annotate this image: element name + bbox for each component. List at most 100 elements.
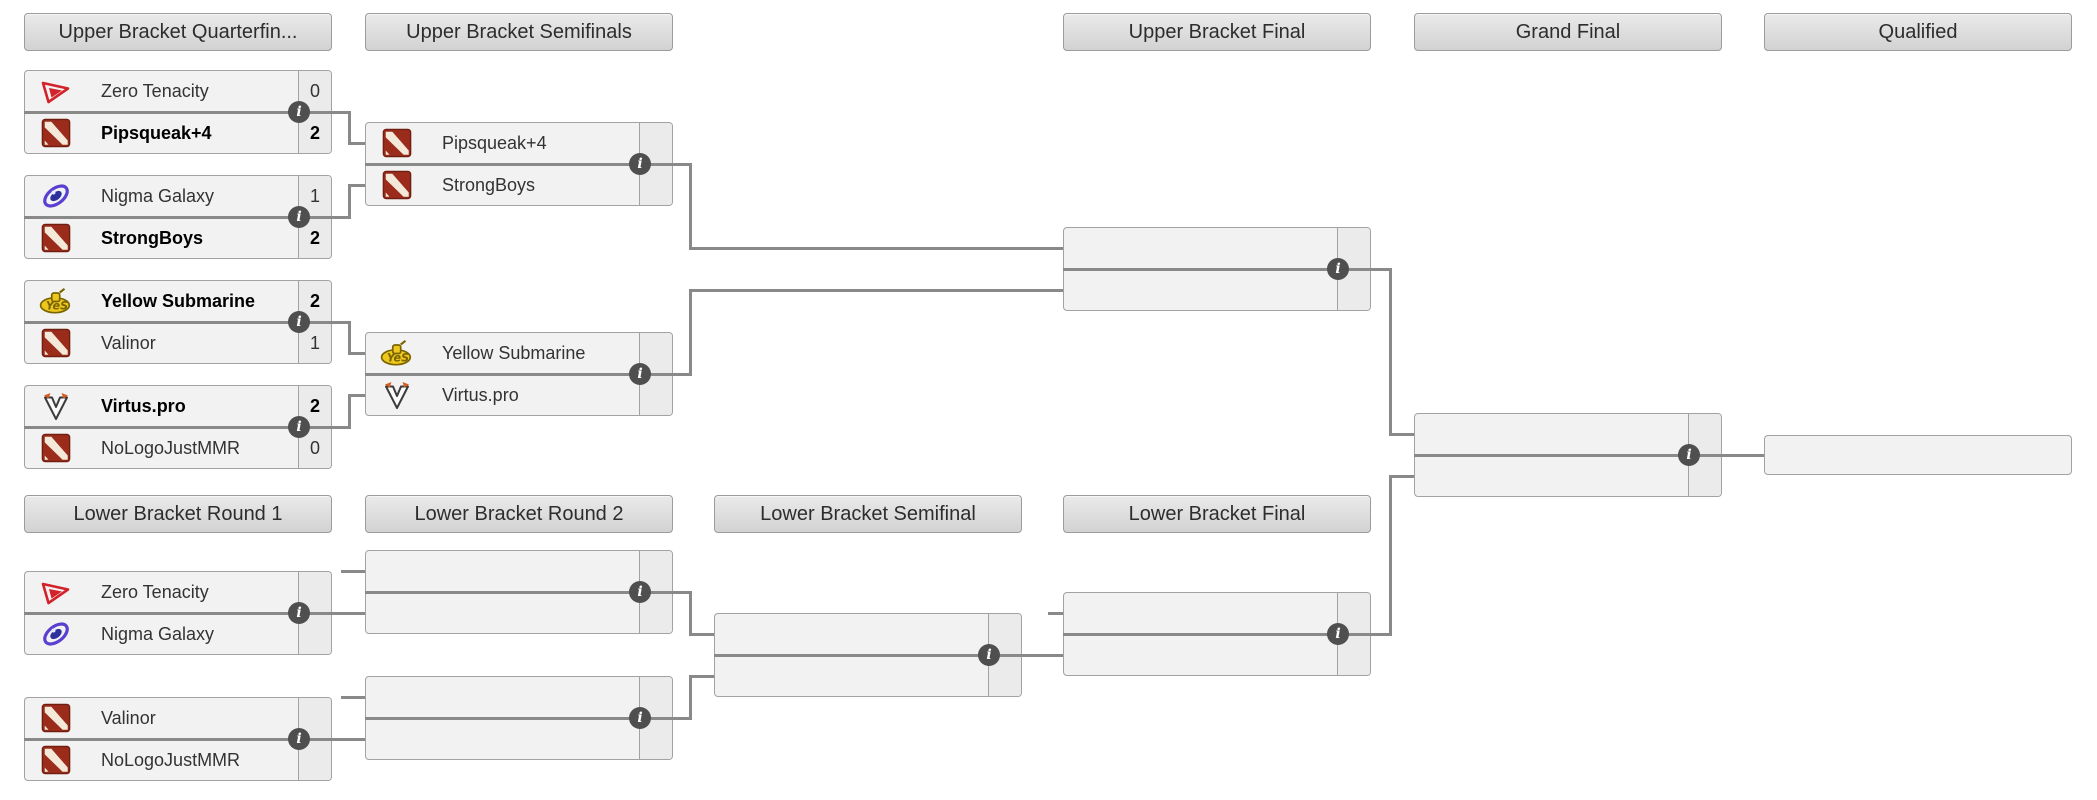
bracket-connector-line <box>688 288 1063 292</box>
bracket-connector-line <box>1388 267 1392 436</box>
team-name[interactable]: Virtus.pro <box>101 395 186 416</box>
team-name[interactable]: Valinor <box>101 332 156 353</box>
match-info-icon[interactable]: i <box>1327 258 1349 280</box>
team-name[interactable]: NoLogoJustMMR <box>101 437 241 458</box>
bracket-connector-line <box>332 425 351 429</box>
team-name[interactable]: Pipsqueak+4 <box>101 122 212 143</box>
match-info-icon[interactable]: i <box>629 363 651 385</box>
match-gf: i <box>1414 413 1722 497</box>
match-divider-line <box>24 425 332 429</box>
team-logo-virtuspro-icon[interactable] <box>39 389 73 423</box>
team-row <box>1064 593 1370 633</box>
match-info-icon[interactable]: i <box>629 153 651 175</box>
team-row: YeS Yellow Submarine <box>366 333 672 373</box>
team-row <box>1415 456 1721 496</box>
qualified-slot <box>1764 435 2072 475</box>
bracket-connector-line <box>341 695 365 699</box>
team-row: Pipsqueak+4 2 <box>25 113 331 153</box>
match-info-icon[interactable]: i <box>1678 444 1700 466</box>
team-logo-dota2-icon[interactable] <box>39 221 73 255</box>
team-score: 2 <box>309 122 320 143</box>
bracket-connector-line <box>1388 474 1414 478</box>
team-name[interactable]: Zero Tenacity <box>101 80 209 101</box>
team-row <box>715 614 1021 654</box>
team-logo-zero-tenacity-icon[interactable] <box>39 74 73 108</box>
bracket-connector-line <box>688 590 692 636</box>
bracket-connector-line <box>332 110 351 114</box>
team-name[interactable]: Valinor <box>101 707 156 728</box>
team-name[interactable]: Nigma Galaxy <box>101 623 215 644</box>
team-name[interactable]: Yellow Submarine <box>442 342 586 363</box>
team-name[interactable]: Virtus.pro <box>442 384 519 405</box>
team-logo-dota2-icon[interactable] <box>380 168 414 202</box>
bracket-connector-line <box>347 183 351 219</box>
team-logo-dota2-icon[interactable] <box>39 701 73 735</box>
match-divider-line <box>365 590 673 594</box>
match-divider-line <box>24 110 332 114</box>
bracket-connector-line <box>347 110 351 145</box>
team-name[interactable]: StrongBoys <box>101 227 204 248</box>
match-lbr2m1: i <box>365 550 673 634</box>
bracket-connector-line <box>347 351 365 355</box>
match-divider-line <box>365 162 673 166</box>
team-logo-dota2-icon[interactable] <box>39 326 73 360</box>
team-row <box>1415 414 1721 454</box>
team-row: Nigma Galaxy <box>25 614 331 654</box>
match-info-icon[interactable]: i <box>288 728 310 750</box>
match-info-icon[interactable]: i <box>1327 623 1349 645</box>
bracket-connector-line <box>688 162 692 250</box>
team-row <box>366 677 672 717</box>
bracket-connector-line <box>332 320 351 324</box>
team-logo-zero-tenacity-icon[interactable] <box>39 575 73 609</box>
match-info-icon[interactable]: i <box>288 416 310 438</box>
team-score: 2 <box>309 395 320 416</box>
team-logo-nigma-galaxy-icon[interactable] <box>39 617 73 651</box>
team-logo-virtuspro-icon[interactable] <box>380 378 414 412</box>
round-header-0: Upper Bracket Quarterfin... <box>24 13 332 51</box>
bracket-connector-line <box>347 183 365 187</box>
match-info-icon[interactable]: i <box>288 311 310 333</box>
match-lbsf: i <box>714 613 1022 697</box>
team-row: Zero Tenacity <box>25 572 331 612</box>
match-lbr2m2: i <box>365 676 673 760</box>
match-info-icon[interactable]: i <box>288 602 310 624</box>
team-logo-dota2-icon[interactable] <box>39 743 73 777</box>
bracket-connector-line <box>673 162 692 166</box>
match-info-icon[interactable]: i <box>288 101 310 123</box>
round-header-6: Lower Bracket Round 2 <box>365 495 673 533</box>
team-name[interactable]: StrongBoys <box>442 174 536 195</box>
team-logo-dota2-icon[interactable] <box>380 126 414 160</box>
team-row: Virtus.pro 2 <box>25 386 331 426</box>
team-row: Virtus.pro <box>366 375 672 415</box>
team-logo-dota2-icon[interactable] <box>39 431 73 465</box>
team-logo-yellow-submarine-icon[interactable]: YeS <box>380 336 414 370</box>
team-logo-dota2-icon[interactable] <box>39 116 73 150</box>
team-name[interactable]: Nigma Galaxy <box>101 185 215 206</box>
team-name[interactable]: Zero Tenacity <box>101 581 209 602</box>
team-score: 0 <box>309 437 320 458</box>
bracket-connector-line <box>1722 453 1764 457</box>
team-row <box>1064 635 1370 675</box>
match-divider-line <box>24 737 332 741</box>
bracket-connector-line <box>347 141 365 145</box>
bracket-connector-line <box>332 737 365 741</box>
team-name[interactable]: NoLogoJustMMR <box>101 749 241 770</box>
svg-text:YeS: YeS <box>46 300 68 313</box>
team-name[interactable]: Yellow Submarine <box>101 290 256 311</box>
match-divider-line <box>1063 267 1371 271</box>
team-logo-nigma-galaxy-icon[interactable] <box>39 179 73 213</box>
team-row: StrongBoys <box>366 165 672 205</box>
team-name[interactable]: Pipsqueak+4 <box>442 132 547 153</box>
match-info-icon[interactable]: i <box>629 581 651 603</box>
match-info-icon[interactable]: i <box>978 644 1000 666</box>
team-logo-yellow-submarine-icon[interactable]: YeS <box>39 284 73 318</box>
bracket-connector-line <box>673 716 692 720</box>
match-info-icon[interactable]: i <box>629 707 651 729</box>
bracket-connector-line <box>1371 267 1392 271</box>
match-divider-line <box>714 653 1022 657</box>
match-info-icon[interactable]: i <box>288 206 310 228</box>
match-divider-line <box>365 716 673 720</box>
